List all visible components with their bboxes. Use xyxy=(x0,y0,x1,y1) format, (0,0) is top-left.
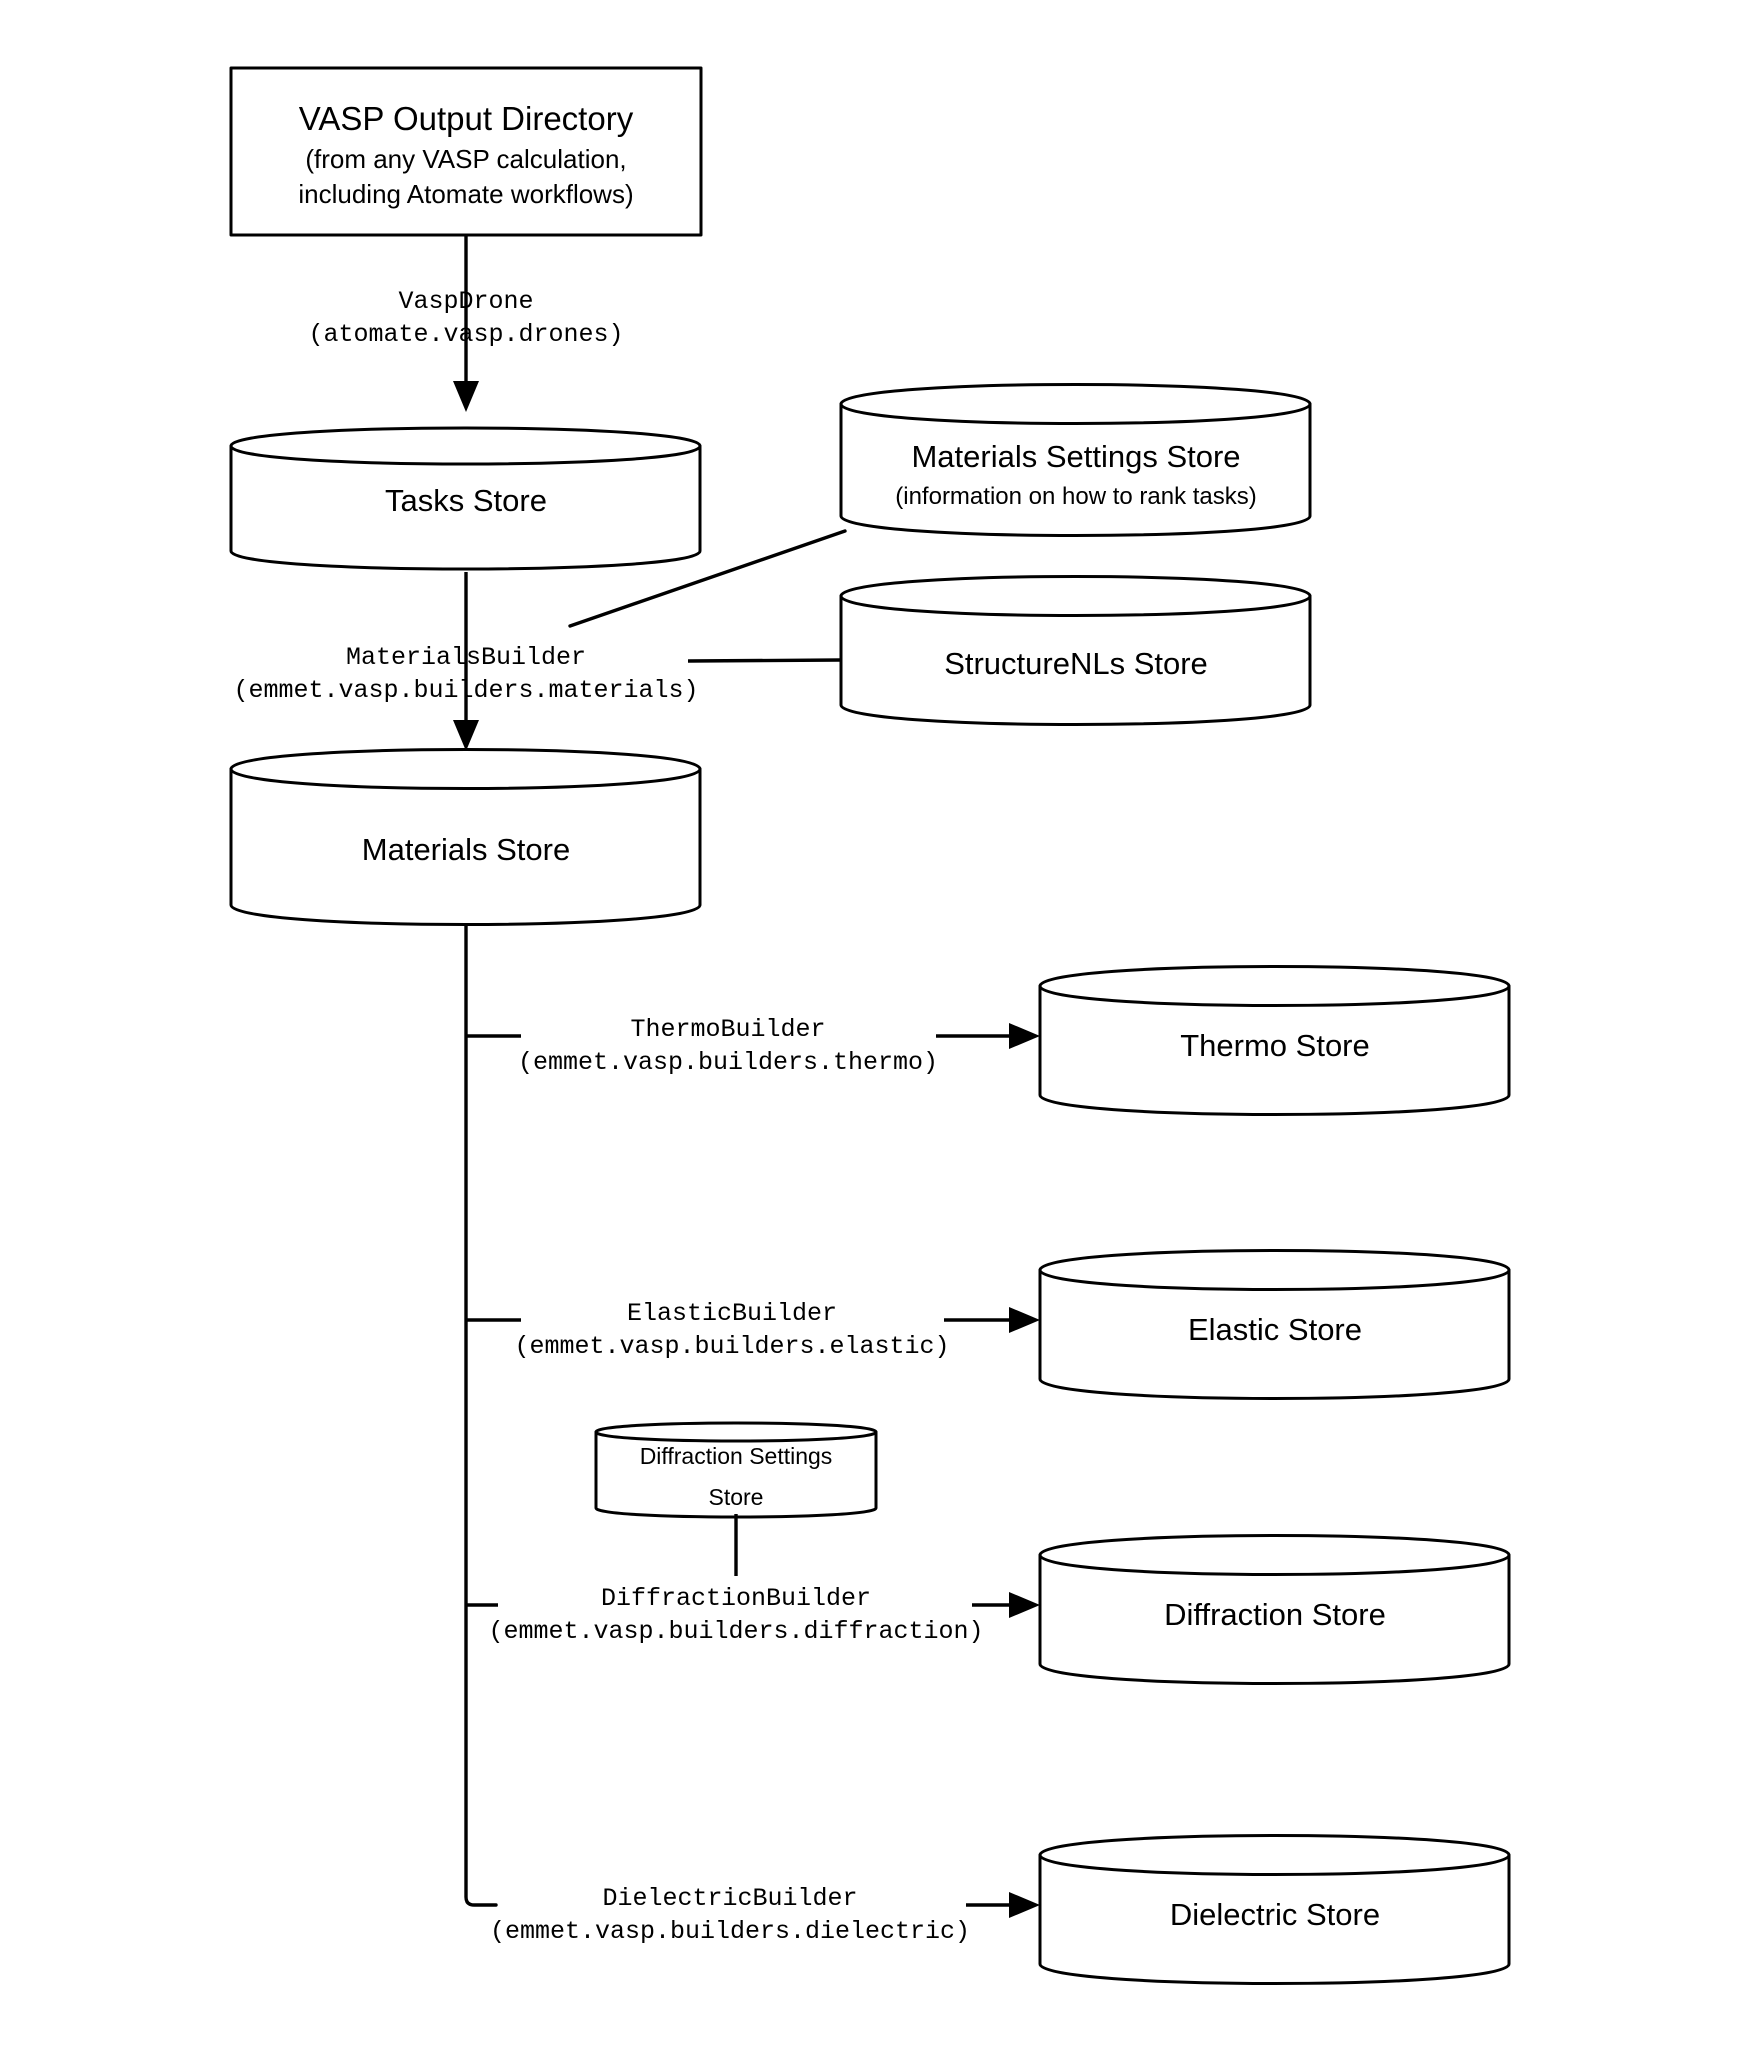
thermo-store-cylinder xyxy=(1038,965,1511,1116)
dielectric-store-cylinder xyxy=(1038,1834,1511,1985)
edge-vasp-drone-arrowhead xyxy=(453,381,479,412)
materials-settings-store-cylinder xyxy=(839,383,1312,537)
edge-elastic-builder-arrowhead xyxy=(1009,1307,1040,1333)
edge-diffraction-builder-arrowhead xyxy=(1009,1592,1040,1618)
structurenls-store-cylinder xyxy=(839,575,1312,726)
edge-structurenls-to-builder xyxy=(687,658,842,663)
materials-store-trunk xyxy=(464,924,498,1907)
materials-store-cylinder xyxy=(229,748,702,926)
edge-dielectric-builder-arrowhead xyxy=(1009,1892,1040,1918)
edge-materials-settings-to-builder xyxy=(568,529,847,628)
edge-thermo-builder-arrowhead xyxy=(1009,1023,1040,1049)
diffraction-settings-store-cylinder xyxy=(594,1421,878,1519)
elastic-store-cylinder xyxy=(1038,1249,1511,1400)
vasp-output-directory-box xyxy=(229,66,703,237)
edge-materials-builder-arrowhead xyxy=(453,720,479,751)
diffraction-store-cylinder xyxy=(1038,1534,1511,1685)
tasks-store-cylinder xyxy=(229,426,702,571)
